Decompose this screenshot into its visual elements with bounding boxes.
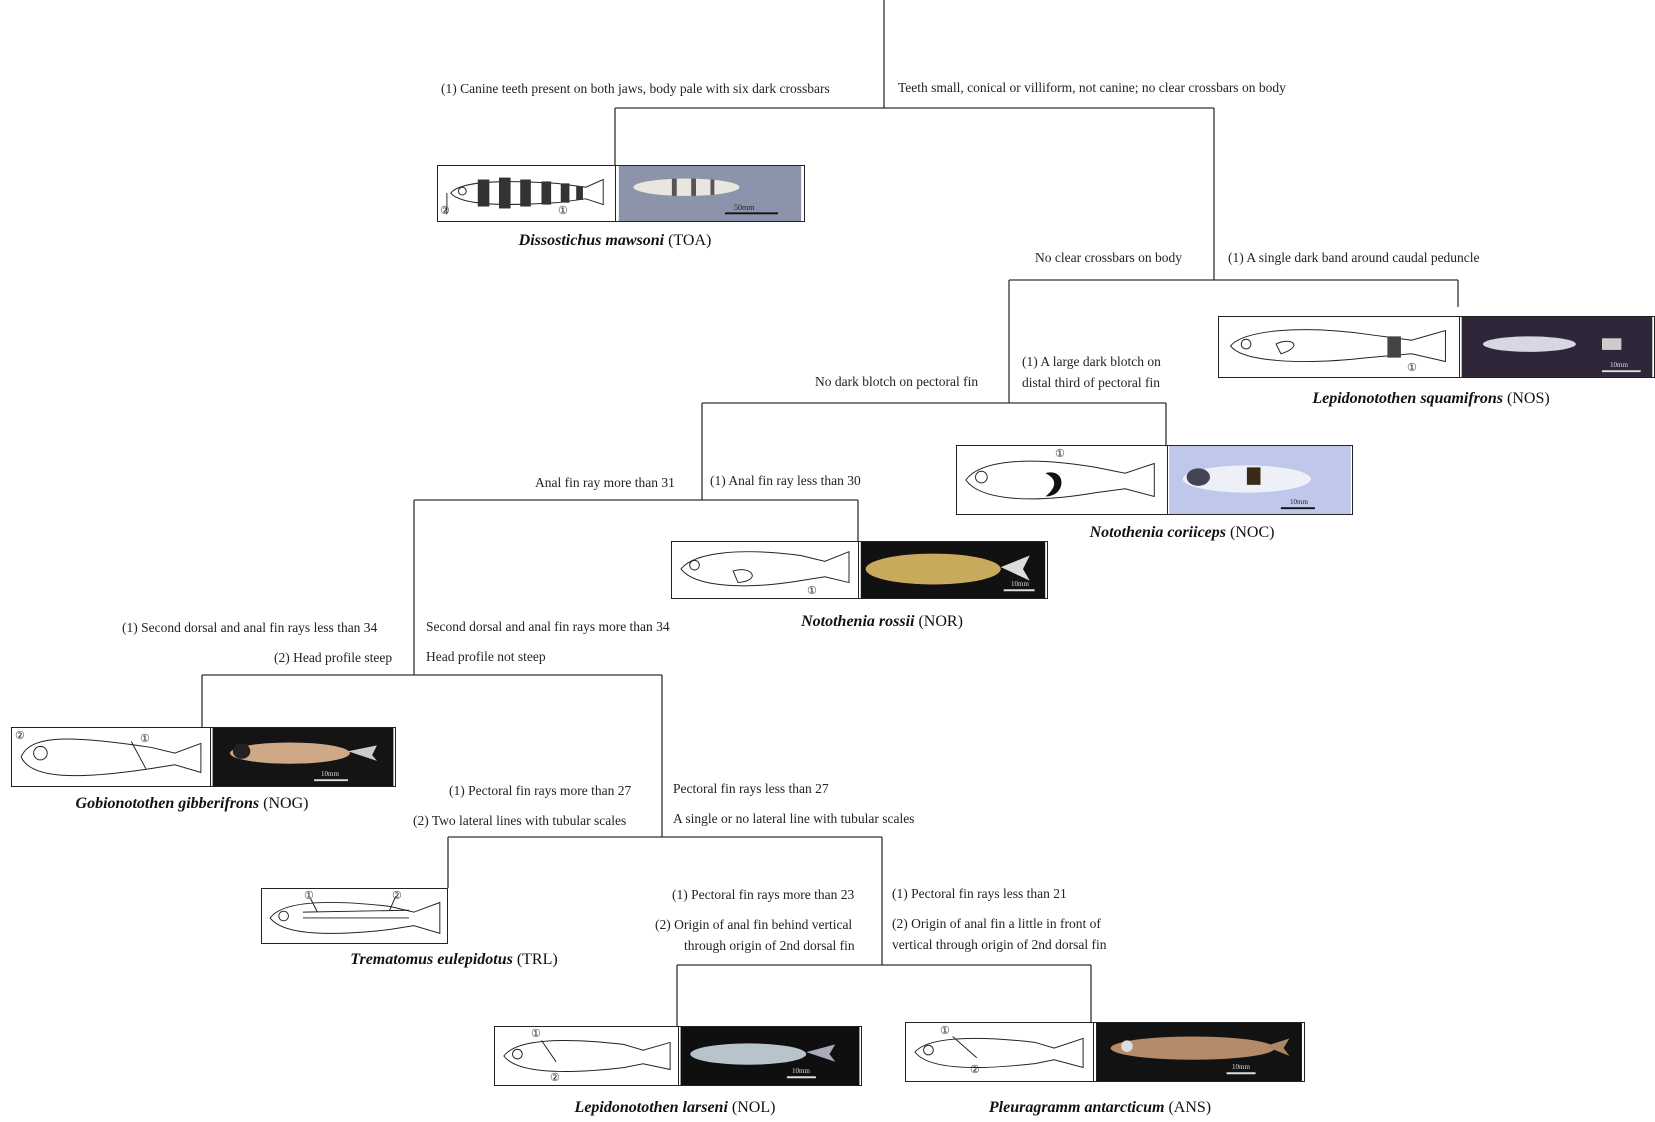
fish-outline-icon [680,550,850,587]
nol-specimen-panel: ① ② 10mm [494,1026,862,1086]
marker-2: ② [970,1064,980,1076]
nog-line-drawing: ② ① [12,728,211,786]
level3-left-criterion: No dark blotch on pectoral fin [815,374,979,389]
noc-specimen-panel: ① 10mm [956,445,1353,515]
level7-left-criterion-line3: through origin of 2nd dorsal fin [684,938,855,953]
level7-right-criterion-line3: vertical through origin of 2nd dorsal fi… [892,937,1107,952]
trl-line-drawing: ① ② [262,889,447,943]
noc-line-drawing: ① [957,446,1168,514]
nos-specimen-panel: ① 10mm [1218,316,1655,378]
nor-line-drawing: ① [672,542,859,598]
marker-2: ② [550,1072,560,1084]
ans-photo: 10mm [1094,1023,1304,1081]
level3-right-criterion-line2: distal third of pectoral fin [1022,375,1160,390]
nos-photo: 10mm [1460,317,1654,377]
nor-specimen-panel: ① 10mm [671,541,1048,599]
nog-scale-label: 10mm [321,770,339,778]
root-left-criterion: (1) Canine teeth present on both jaws, b… [441,81,830,96]
noc-scale-label: 10mm [1290,498,1308,506]
fish-outline-icon [20,738,202,777]
fish-outline-icon [914,1036,1084,1069]
specimen-photo-icon [1169,446,1351,514]
marker-1: ① [807,585,817,597]
fish-outline-icon [1230,329,1446,363]
nos-line-drawing: ① [1219,317,1460,377]
toa-specimen-panel: ② ① 50mm [437,165,805,222]
nog-photo: 10mm [211,728,395,786]
marker-1: ① [304,890,314,902]
level6-left-criterion-line2: (2) Two lateral lines with tubular scale… [413,813,627,828]
level6-right-criterion-line2: A single or no lateral line with tubular… [673,811,915,826]
fish-outline-icon [269,896,441,935]
nor-species-name: Notothenia rossii (NOR) [801,613,963,630]
nog-specimen-panel: ② ① 10mm [11,727,396,787]
marker-1: ① [940,1025,950,1037]
level6-right-criterion-line1: Pectoral fin rays less than 27 [673,781,829,796]
noc-photo: 10mm [1168,446,1352,514]
specimen-photo-icon [1461,317,1653,377]
level7-right-criterion-line1: (1) Pectoral fin rays less than 21 [892,886,1067,901]
level5-left-criterion-line2: (2) Head profile steep [274,650,393,665]
nol-line-drawing: ① ② [495,1027,679,1085]
level4-left-criterion: Anal fin ray more than 31 [535,475,675,490]
marker-1: ① [531,1028,541,1040]
level2-right-criterion: (1) A single dark band around caudal ped… [1228,250,1480,265]
marker-1: ① [140,733,150,745]
noc-species-name: Notothenia coriiceps (NOC) [1089,524,1275,541]
fish-outline-icon [503,1040,671,1072]
level2-left-criterion: No clear crossbars on body [1035,250,1182,265]
nol-photo: 10mm [679,1027,861,1085]
root-right-criterion: Teeth small, conical or villiform, not c… [898,80,1286,95]
specimen-photo-icon [680,1027,860,1085]
level4-right-criterion: (1) Anal fin ray less than 30 [710,473,861,488]
toa-line-drawing: ② ① [438,166,616,221]
nor-photo: 10mm [859,542,1047,598]
trl-specimen-panel: ① ② [261,888,448,944]
level7-left-criterion-line1: (1) Pectoral fin rays more than 23 [672,887,855,902]
level3-right-criterion-line1: (1) A large dark blotch on [1022,354,1161,369]
toa-species-name: Dissostichus mawsoni (TOA) [518,232,712,249]
marker-2: ② [440,205,450,217]
level5-left-criterion-line1: (1) Second dorsal and anal fin rays less… [122,620,378,635]
marker-2: ② [392,890,402,902]
level7-left-criterion-line2: (2) Origin of anal fin behind vertical [655,917,853,932]
fish-outline-icon [446,177,604,215]
ans-specimen-panel: ① ② 10mm [905,1022,1305,1082]
nos-scale-label: 10mm [1610,361,1628,369]
ans-species-name: Pleuragramm antarcticum (ANS) [988,1099,1212,1116]
level5-right-criterion-line2: Head profile not steep [426,649,546,664]
ans-scale-label: 10mm [1232,1063,1250,1071]
nol-species-name: Lepidonotothen larseni (NOL) [574,1099,776,1116]
trl-species-name: Trematomus eulepidotus (TRL) [350,951,558,968]
specimen-photo-icon [212,728,394,786]
toa-photo: 50mm [616,166,804,221]
nog-species-name: Gobionotothen gibberifrons (NOG) [75,795,309,812]
marker-2: ② [15,730,25,742]
marker-1: ① [1055,448,1065,460]
marker-1: ① [558,205,568,217]
ans-line-drawing: ① ② [906,1023,1094,1081]
specimen-photo-icon [618,166,802,221]
level6-left-criterion-line1: (1) Pectoral fin rays more than 27 [449,783,632,798]
nor-scale-label: 10mm [1011,580,1029,588]
marker-1: ① [1407,362,1417,374]
fish-outline-icon [965,460,1155,500]
toa-scale-label: 50mm [734,203,755,212]
level7-right-criterion-line2: (2) Origin of anal fin a little in front… [892,916,1101,931]
specimen-photo-icon [1096,1023,1302,1081]
nos-species-name: Lepidonotothen squamifrons (NOS) [1312,390,1550,407]
specimen-photo-icon [860,542,1046,598]
level5-right-criterion-line1: Second dorsal and anal fin rays more tha… [426,619,670,634]
nol-scale-label: 10mm [792,1067,810,1075]
